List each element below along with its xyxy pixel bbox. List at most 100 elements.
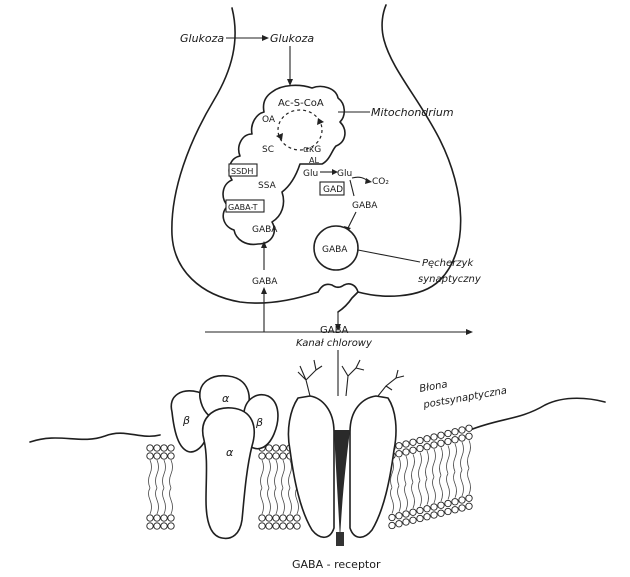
lipid-head <box>287 515 293 521</box>
akg-label: ακG <box>303 145 321 155</box>
gaba-mito-label: GABA <box>252 225 278 235</box>
lipid-head <box>273 523 279 529</box>
lipid-head <box>424 514 430 520</box>
membrane-label-line1: Błona <box>419 379 449 395</box>
acscoa-label: Ac-S-CoA <box>278 98 324 109</box>
lipid-head <box>259 515 265 521</box>
lipid-head <box>438 440 444 446</box>
gaba-reuptake-arrowhead <box>261 287 267 294</box>
lipid-head <box>147 523 153 529</box>
lipid-head <box>168 445 174 451</box>
lipid-tail <box>426 451 429 505</box>
lipid-head <box>445 438 451 444</box>
lipid-head <box>396 513 402 519</box>
lipid-head <box>280 453 286 459</box>
glucose-transport-arrowhead <box>262 35 269 41</box>
lipid-tail <box>433 449 436 503</box>
lipid-tail <box>461 442 464 496</box>
chloride-channel-label: Kanał chlorowy <box>296 338 373 349</box>
lipid-head <box>168 453 174 459</box>
lipid-head <box>259 453 265 459</box>
lipid-head <box>147 453 153 459</box>
tca-cycle <box>278 110 322 150</box>
lipid-head <box>466 433 472 439</box>
lipid-head <box>168 515 174 521</box>
lipid-head <box>459 435 465 441</box>
lipid-head <box>280 523 286 529</box>
al-label: AL <box>309 156 319 165</box>
lipid-head <box>410 509 416 515</box>
vesicle-pointer <box>358 250 420 262</box>
alpha-center-label: α <box>226 446 234 459</box>
gaba-t-label: GABA-T <box>228 203 258 212</box>
channel-pore-base <box>336 532 344 546</box>
lipid-head <box>396 443 402 449</box>
lipid-head <box>466 503 472 509</box>
lipid-head <box>168 523 174 529</box>
lipid-tail <box>398 458 401 512</box>
tca-arrowhead-2 <box>276 133 283 140</box>
lipid-head <box>154 523 160 529</box>
lipid-head <box>445 430 451 436</box>
lipid-head <box>273 515 279 521</box>
lipid-tail <box>261 460 264 514</box>
glucose-cell-label: Glukoza <box>270 32 314 45</box>
lipid-head <box>410 439 416 445</box>
lipid-head <box>396 521 402 527</box>
lipid-head <box>280 515 286 521</box>
glu-to-gaba-arrow <box>350 180 354 196</box>
lipid-head <box>424 436 430 442</box>
lipid-tail <box>170 460 173 514</box>
glucose-outside-label: Glukoza <box>180 32 224 45</box>
lipid-head <box>410 447 416 453</box>
lipid-head <box>161 523 167 529</box>
lipid-head <box>431 434 437 440</box>
lipid-head <box>431 512 437 518</box>
sc-label: SC <box>262 145 274 155</box>
lipid-tail <box>440 447 443 501</box>
lipid-tail <box>282 460 285 514</box>
lipid-head <box>396 451 402 457</box>
lipid-tail <box>447 446 450 500</box>
ssa-label: SSA <box>258 181 277 191</box>
lipid-tail <box>149 460 152 514</box>
tca-arrowhead-1 <box>317 118 324 125</box>
alpha-top-label: α <box>222 392 230 405</box>
lipid-head <box>273 445 279 451</box>
lipid-head <box>410 517 416 523</box>
lipid-head <box>273 453 279 459</box>
lipid-head <box>438 432 444 438</box>
lipid-head <box>445 508 451 514</box>
lipid-tail <box>468 440 471 494</box>
lipid-tail <box>275 460 278 514</box>
lipid-tail <box>419 453 422 507</box>
lipid-tail <box>289 460 292 514</box>
glu-out-label: Glu <box>337 169 352 179</box>
lipid-head <box>161 453 167 459</box>
vesicle-label-line2: synaptyczny <box>418 274 482 285</box>
lipid-head <box>287 523 293 529</box>
alpha-subunit-center <box>203 408 255 539</box>
lipid-head <box>161 445 167 451</box>
lipid-head <box>403 519 409 525</box>
lipid-head <box>266 515 272 521</box>
lipid-head <box>466 425 472 431</box>
ssadh-label: SSDH <box>231 167 253 176</box>
synaptic-cleft-arrowhead <box>466 329 473 335</box>
beta-left-label: β <box>182 414 190 427</box>
lipid-head <box>161 515 167 521</box>
lipid-tail <box>405 456 408 510</box>
lipid-head <box>294 515 300 521</box>
gaba-loading-arrow <box>348 212 356 228</box>
lipid-head <box>452 499 458 505</box>
lipid-head <box>403 511 409 517</box>
lipid-head <box>389 514 395 520</box>
lipid-head <box>266 453 272 459</box>
gaba-cleft-label: GABA <box>320 325 348 336</box>
lipid-head <box>445 500 451 506</box>
beta-right-label: β <box>255 416 263 429</box>
co2-arrowhead <box>365 178 372 184</box>
receptor-label: GABA - receptor <box>292 558 381 571</box>
